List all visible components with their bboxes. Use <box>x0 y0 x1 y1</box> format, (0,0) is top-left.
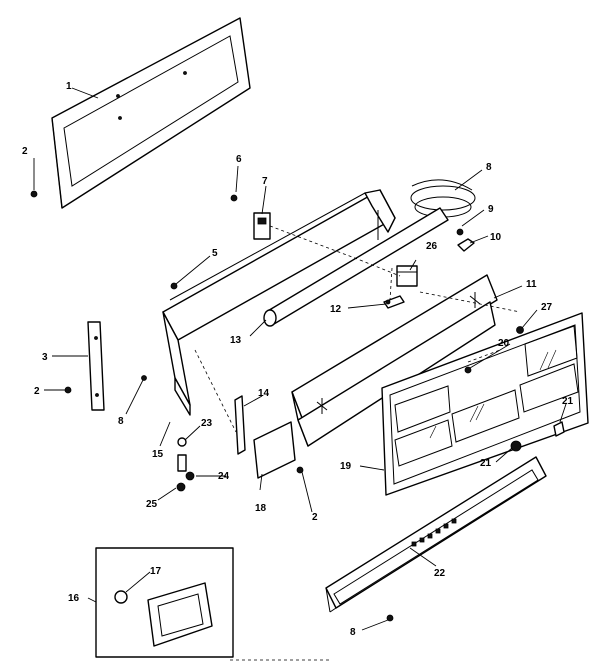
callout-6: 6 <box>236 154 242 165</box>
callout-12: 12 <box>330 304 342 315</box>
callout-8c: 8 <box>350 627 356 638</box>
callout-2c: 2 <box>312 512 318 523</box>
assembly-dashed-lines <box>194 225 521 661</box>
screw-part-9 <box>456 228 464 236</box>
callout-7: 7 <box>262 176 268 187</box>
callout-labels: 1 2 6 7 8 9 10 26 5 11 12 27 13 20 3 2 1… <box>22 81 574 638</box>
bracket-part-12 <box>383 295 405 309</box>
callout-26: 26 <box>426 241 438 252</box>
callout-21a: 21 <box>562 396 574 407</box>
callout-27: 27 <box>541 302 553 313</box>
clip-part-10 <box>457 238 475 252</box>
rear-panel-frame <box>51 17 251 209</box>
callout-21b: 21 <box>480 458 492 469</box>
callout-15: 15 <box>152 449 164 460</box>
callout-1: 1 <box>66 81 72 92</box>
callout-25: 25 <box>146 499 158 510</box>
bracket-part-14 <box>234 395 246 455</box>
callout-17: 17 <box>150 566 162 577</box>
callout-9: 9 <box>488 204 494 215</box>
callout-18: 18 <box>255 503 267 514</box>
callout-8b: 8 <box>118 416 124 427</box>
callout-10: 10 <box>490 232 502 243</box>
side-bracket <box>87 321 105 411</box>
callout-3: 3 <box>42 352 48 363</box>
trim-strip <box>325 456 547 613</box>
cover-plate-18 <box>253 421 296 479</box>
hardware-23-25 <box>176 437 195 492</box>
leader-lines <box>33 87 567 631</box>
callout-19: 19 <box>340 461 352 472</box>
control-panel-housing <box>162 189 396 416</box>
callout-24: 24 <box>218 471 230 482</box>
inset-box-16 <box>95 547 234 658</box>
callout-2: 2 <box>22 146 28 157</box>
callout-23: 23 <box>201 418 213 429</box>
front-console-panel <box>291 274 498 447</box>
relay-part <box>396 265 418 287</box>
callout-13: 13 <box>230 335 242 346</box>
light-tube <box>263 207 449 327</box>
control-glass-frame <box>381 312 589 496</box>
callout-11: 11 <box>526 279 537 290</box>
callout-5: 5 <box>212 248 218 259</box>
callout-22: 22 <box>434 568 446 579</box>
fasteners <box>30 190 524 622</box>
callout-16: 16 <box>68 593 80 604</box>
knob-part-21 <box>510 421 565 452</box>
callout-14: 14 <box>258 388 270 399</box>
callout-8: 8 <box>486 162 492 173</box>
callout-2b: 2 <box>34 386 40 397</box>
switch-part <box>253 212 271 240</box>
callout-20: 20 <box>498 338 510 349</box>
